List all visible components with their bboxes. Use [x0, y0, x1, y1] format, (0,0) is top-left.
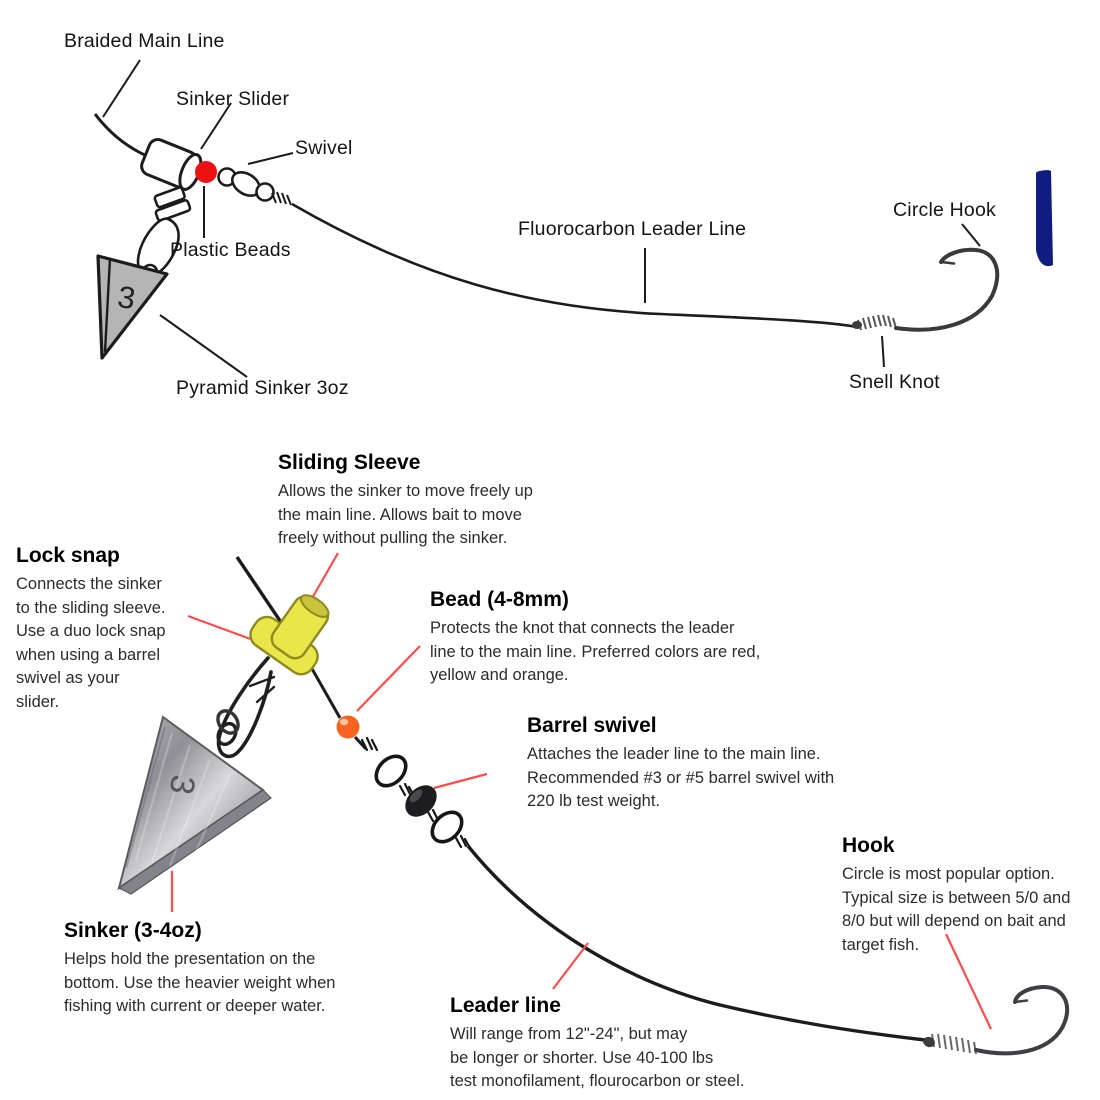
- pointer-swivel: [247, 152, 294, 165]
- bottom-snell-knot-graphic: [923, 1033, 977, 1055]
- annotation-sliding-sleeve: Sliding Sleeve Allows the sinker to move…: [278, 451, 568, 551]
- label-circle-hook: Circle Hook: [893, 199, 996, 221]
- bottom-leader-line: [466, 844, 926, 1042]
- pointer-pyramid-sinker: [159, 314, 248, 378]
- top-knot-coil: [271, 191, 292, 206]
- annotation-title: Sliding Sleeve: [278, 451, 421, 474]
- annotation-lock-snap: Lock snap Connects the sinker to the sli…: [16, 544, 201, 714]
- top-pointer-lines: [102, 59, 981, 378]
- annotation-body: Circle is most popular option. Typical s…: [842, 865, 1071, 954]
- annotation-bead: Bead (4-8mm) Protects the knot that conn…: [430, 588, 805, 688]
- navy-mark: [1036, 170, 1053, 267]
- annotation-sinker: Sinker (3-4oz) Helps hold the presentati…: [64, 919, 374, 1019]
- bottom-hook-graphic: [974, 984, 1070, 1056]
- label-fluorocarbon-leader-line: Fluorocarbon Leader Line: [518, 218, 747, 240]
- annotation-body: Connects the sinker to the sliding sleev…: [16, 575, 166, 711]
- red-plastic-bead: [195, 161, 217, 183]
- sliding-sleeve-graphic: [249, 594, 330, 676]
- pointer-bead: [356, 645, 421, 712]
- annotation-body: Allows the sinker to move freely up the …: [278, 482, 533, 547]
- pointer-braided-main-line: [102, 59, 141, 118]
- annotation-title: Lock snap: [16, 544, 120, 567]
- barrel-swivel-graphic: [360, 736, 472, 850]
- top-leader-line: [291, 202, 858, 329]
- annotation-hook: Hook Circle is most popular option. Typi…: [842, 834, 1098, 957]
- label-snell-knot: Snell Knot: [849, 371, 940, 393]
- pointer-circle-hook: [961, 223, 981, 247]
- top-rig: 3: [93, 59, 1053, 378]
- pointer-snell-knot: [881, 335, 885, 368]
- white-bead-2: [255, 182, 275, 202]
- label-sinker-slider: Sinker Slider: [176, 88, 290, 110]
- bottom-sinker-graphic: 3: [117, 709, 272, 895]
- pointer-hook: [945, 933, 992, 1030]
- annotation-body: Helps hold the presentation on the botto…: [64, 950, 336, 1015]
- label-plastic-beads: Plastic Beads: [170, 239, 291, 261]
- lock-snap-graphic: [216, 656, 276, 759]
- annotation-title: Leader line: [450, 994, 561, 1017]
- annotation-barrel-swivel: Barrel swivel Attaches the leader line t…: [527, 714, 882, 814]
- snell-knot-graphic: [852, 314, 897, 331]
- sinker-slider-graphic: [140, 138, 203, 191]
- pointer-lock-snap: [187, 614, 257, 643]
- orange-bead-graphic: [336, 715, 360, 739]
- red-pointer-lines: [170, 552, 992, 1030]
- pointer-leader-line-bottom: [552, 942, 589, 990]
- annotation-body: Attaches the leader line to the main lin…: [527, 745, 835, 810]
- pointer-barrel-swivel: [433, 772, 488, 790]
- top-snap-clip: [136, 186, 192, 281]
- annotation-body: Will range from 12"-24", but may be long…: [450, 1025, 745, 1090]
- top-sinker-number: 3: [115, 279, 138, 316]
- pointer-sinker-slider: [200, 102, 232, 150]
- label-swivel: Swivel: [295, 137, 353, 159]
- label-pyramid-sinker: Pyramid Sinker 3oz: [176, 377, 349, 399]
- bottom-rig: 3: [117, 552, 1070, 1056]
- annotation-leader-line: Leader line Will range from 12"-24", but…: [450, 994, 785, 1094]
- annotation-title: Hook: [842, 834, 895, 857]
- annotation-title: Barrel swivel: [527, 714, 657, 737]
- label-braided-main-line: Braided Main Line: [64, 30, 225, 52]
- annotation-title: Bead (4-8mm): [430, 588, 569, 611]
- annotation-title: Sinker (3-4oz): [64, 919, 202, 942]
- pyramid-sinker-graphic: 3: [96, 254, 169, 360]
- annotation-body: Protects the knot that connects the lead…: [430, 619, 761, 684]
- circle-hook-graphic: [894, 247, 1000, 332]
